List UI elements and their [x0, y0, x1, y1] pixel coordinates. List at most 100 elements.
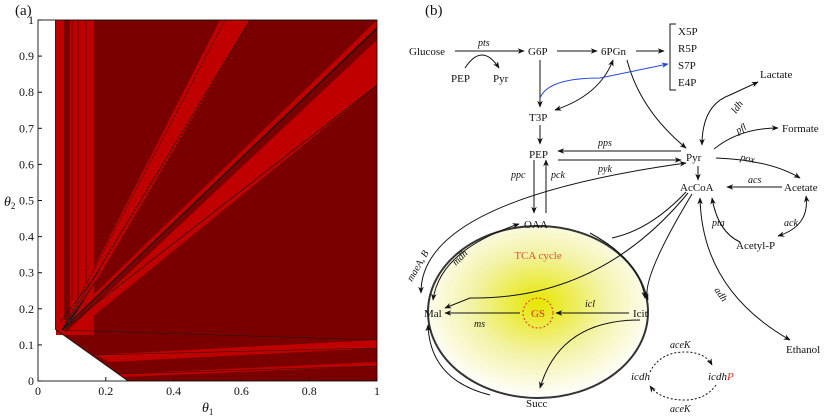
node-lactate: Lactate — [760, 69, 792, 81]
lower-strip — [95, 340, 377, 362]
acetylp-acetate-arrow — [777, 195, 810, 237]
mal-pyr-arrow — [418, 161, 687, 294]
y-tick-label: 0.5 — [19, 194, 34, 208]
icdhp-phosphate: P — [726, 371, 734, 383]
inner-dark-wedge — [64, 28, 377, 332]
panel-b-label: (b) — [425, 3, 443, 19]
pyr-acetate-arrow — [715, 157, 801, 179]
y-tick-label: 0.6 — [19, 157, 34, 171]
reaction-arrows — [418, 23, 810, 401]
mal-oaa-arrow — [431, 223, 520, 301]
boundary-line — [54, 328, 129, 381]
node-e4p: E4P — [678, 77, 696, 89]
boundary-line — [61, 84, 377, 331]
node-pyr: Pyr — [686, 152, 702, 164]
enzyme-acek-top: aceK — [670, 340, 692, 351]
tca-left-arrow — [425, 324, 491, 396]
enzyme-pta: pta — [711, 218, 725, 229]
enzyme-acs: acs — [748, 175, 761, 186]
node-s7p: S7P — [678, 60, 696, 72]
enzyme-pyk: pyk — [597, 164, 612, 175]
blank-region — [38, 20, 128, 381]
node-r5p: R5P — [678, 43, 697, 55]
y-tick-label: 0 — [28, 374, 34, 388]
node-glucose: Glucose — [409, 46, 445, 58]
node-pep-small: PEP — [451, 73, 470, 85]
pyr-lactate-arrow — [699, 81, 759, 146]
pep-pyr-curve — [464, 54, 500, 69]
x-axis-subscript: 1 — [209, 407, 214, 415]
metabolite-labels: Glucose G6P 6PGn X5P R5P S7P E4P PEP Pyr… — [409, 26, 820, 410]
y-tick-label: 0.3 — [19, 266, 34, 280]
tca-right-arrow — [589, 232, 647, 299]
node-t3p: T3P — [529, 112, 547, 124]
boundary-line — [117, 365, 377, 375]
pyr-formate-arrow — [713, 125, 779, 150]
enzyme-icl: icl — [585, 299, 595, 310]
enzyme-pck: pck — [550, 170, 565, 181]
t3p-6pgn-curve — [554, 59, 614, 111]
vertical-band-dark-strip — [64, 20, 70, 320]
x-tick-label: 1 — [374, 384, 380, 398]
y-axis-ticks: 00.10.20.30.40.50.60.70.80.91 — [19, 13, 42, 388]
accoa-icit-arrow — [643, 193, 693, 301]
accoa-mal-curve — [444, 192, 689, 309]
boundary-tangle — [59, 269, 101, 331]
g6p-6pgn-shunt-arrow — [539, 62, 669, 99]
tca-label: TCA cycle — [514, 250, 561, 262]
y-tick-label: 0.9 — [19, 49, 34, 63]
node-succ: Succ — [526, 398, 548, 410]
region-map — [38, 20, 377, 381]
acek-top-arrow — [649, 351, 713, 373]
node-x5p: X5P — [678, 26, 698, 38]
enzyme-ppc: ppc — [510, 170, 526, 181]
y-tick-label: 0.2 — [19, 302, 34, 316]
enzyme-acek-bottom: aceK — [670, 404, 692, 415]
node-ethanol: Ethanol — [786, 344, 820, 356]
enzyme-ldh: ldh — [729, 99, 745, 116]
y-tick-label: 0.1 — [19, 338, 34, 352]
node-acetate: Acetate — [784, 182, 818, 194]
enzyme-adh: adh — [712, 285, 730, 304]
panel-a-label: (a) — [15, 3, 32, 19]
boundary-line — [61, 27, 377, 331]
enzyme-pps: pps — [597, 138, 612, 149]
enzyme-pts: pts — [477, 38, 490, 49]
enzyme-pox: pox — [738, 152, 756, 166]
node-pyr-small: Pyr — [493, 73, 509, 85]
x-tick-label: 0 — [35, 384, 41, 398]
node-icdhp: icdhP — [708, 371, 734, 383]
lower-strip — [118, 362, 377, 377]
icdhp-base: icdh — [708, 371, 727, 383]
boundary-line — [94, 347, 377, 356]
gs-label: GS — [531, 308, 545, 320]
acek-bottom-arrow — [649, 384, 717, 401]
y-tick-label: 0.8 — [19, 85, 34, 99]
y-tick-label: 0.7 — [19, 121, 34, 135]
panel-b: (b) — [405, 3, 820, 415]
boundary-line — [61, 20, 226, 331]
panel-a: (a) — [4, 3, 380, 417]
node-accoa: AcCoA — [680, 182, 714, 194]
boundary-line — [61, 329, 377, 341]
y-axis-symbol: θ — [4, 195, 11, 210]
enzyme-pfl: pfl — [733, 122, 749, 137]
x-tick-label: 0.2 — [98, 384, 113, 398]
enzyme-maeab: maeA, B — [405, 249, 431, 284]
icit-succ-arrow — [539, 319, 641, 389]
x-axis-label: θ1 — [202, 401, 213, 415]
enzyme-ack: ack — [784, 218, 798, 229]
x-axis-symbol: θ — [202, 401, 209, 415]
x-tick-label: 0.8 — [302, 384, 317, 398]
pentose-bracket — [669, 23, 676, 91]
accoa-oaa-curve — [611, 191, 687, 239]
node-g6p: G6P — [528, 46, 548, 58]
y-tick-label: 1 — [28, 13, 34, 27]
node-formate: Formate — [782, 123, 819, 135]
accoa-ethanol-arrow — [697, 197, 791, 341]
node-oaa: OAA — [524, 219, 548, 231]
y-axis-subscript: 2 — [11, 201, 16, 211]
